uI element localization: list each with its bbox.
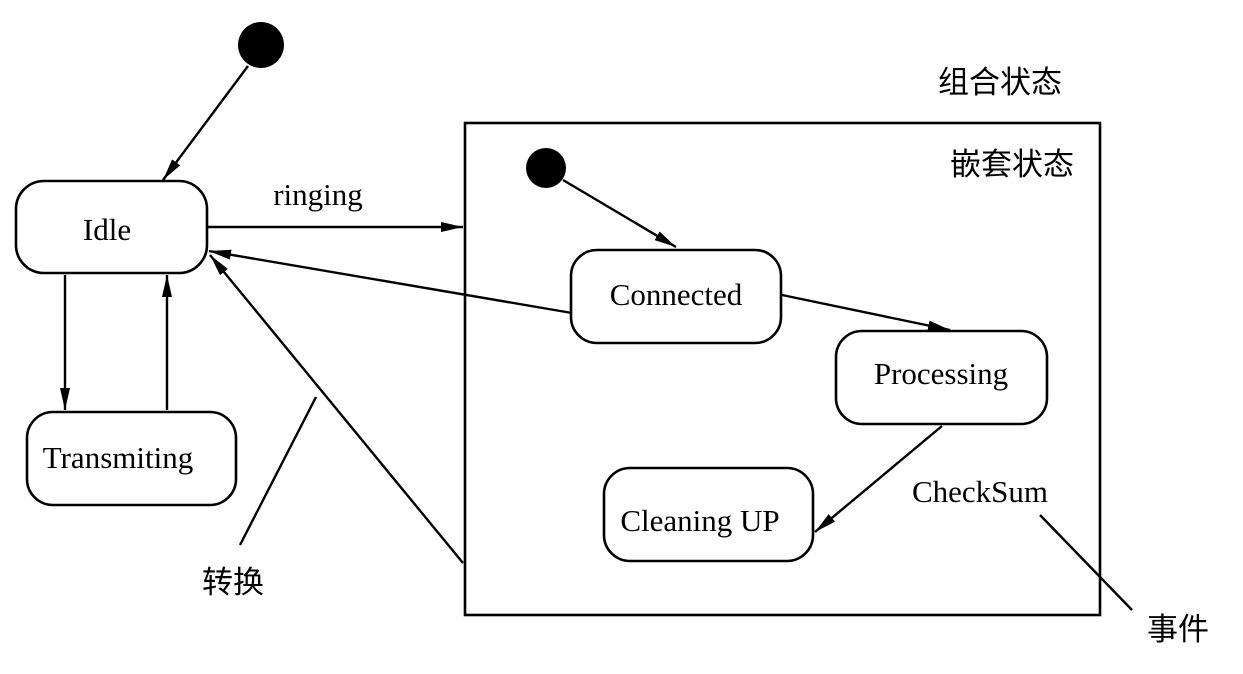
state-transmiting-label: Transmiting [43, 440, 193, 475]
transition-arrow-connected-to-processing [781, 293, 951, 332]
transition-label-ringing: ringing [273, 177, 363, 212]
transition-arrow-initial-to-idle [162, 65, 249, 181]
annotation-event: 事件 [1147, 612, 1209, 648]
state-cleaning-up: Cleaning UP [602, 466, 815, 563]
nested-initial-state-dot [526, 148, 566, 188]
annotation-line-transition [238, 396, 318, 546]
annotation-nested-state: 嵌套状态 [950, 147, 1074, 183]
transition-arrow-connected-to-idle [208, 249, 573, 315]
transition-arrow-nested-initial-to-connected [562, 178, 677, 249]
state-processing-box [834, 329, 1049, 426]
state-idle-label: Idle [83, 212, 131, 247]
transition-arrow-composite-to-idle [209, 254, 464, 564]
state-idle: Idle [14, 179, 209, 275]
state-transmiting-box [25, 410, 238, 507]
composite-state-box [463, 121, 1102, 617]
annotation-composite-state: 组合状态 [938, 65, 1062, 101]
state-connected-box [569, 248, 783, 345]
state-connected: Connected [569, 248, 783, 345]
state-cleaning-up-box [602, 466, 815, 563]
annotation-transition: 转换 [202, 565, 264, 601]
state-connected-label: Connected [610, 277, 743, 312]
transition-arrow-processing-to-cleaning-up [814, 425, 943, 533]
state-transmiting: Transmiting [25, 410, 238, 507]
annotation-line-event [1039, 514, 1133, 611]
state-processing: Processing [834, 329, 1049, 426]
state-cleaning-up-label: Cleaning UP [620, 503, 779, 538]
transition-label-checksum: CheckSum [912, 474, 1048, 509]
initial-state-dot [238, 22, 284, 68]
state-processing-label: Processing [874, 356, 1008, 391]
